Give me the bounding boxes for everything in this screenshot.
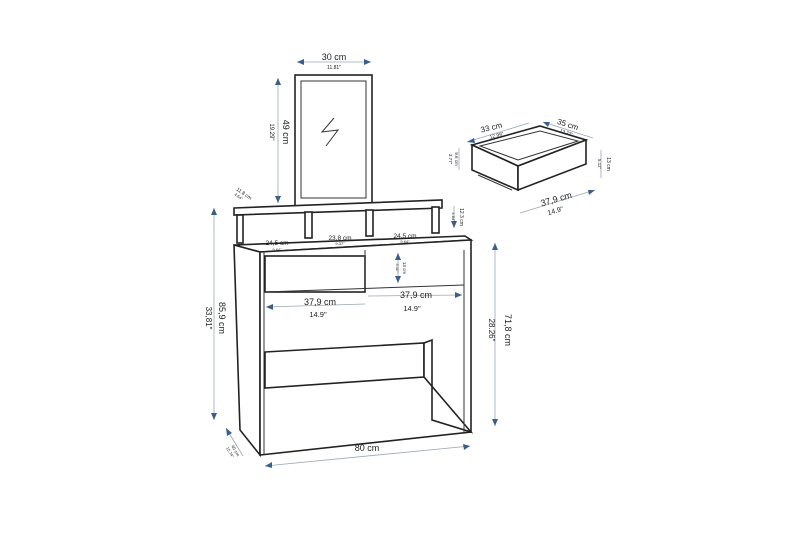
mirror-height-cm: 49 cm: [281, 120, 291, 145]
drawer-width-in: 14.9": [547, 206, 565, 217]
drawer-side-height-cm: 9.6 cm: [454, 152, 459, 166]
top-shelf: [233, 199, 443, 244]
desk-body: [233, 235, 474, 458]
desk-height-cm: 71,8 cm: [503, 314, 513, 346]
compartment-left-cm: 24,5 cm: [265, 240, 288, 247]
compartment-right-cm: 24,5 cm: [393, 233, 416, 240]
drawer-left-width-cm: 37,9 cm: [304, 297, 336, 307]
dimension-lines: [211, 59, 602, 468]
mirror-width-cm: 30 cm: [322, 52, 347, 62]
shelf-height-cm: 12.3 cm: [458, 208, 464, 226]
drawer-right-width-in: 14.9": [403, 304, 421, 313]
drawer-width-cm: 37,9 cm: [539, 190, 573, 208]
drawer-outer-depth-in: 13.77": [560, 128, 574, 137]
total-height-cm: 85,9 cm: [217, 302, 227, 334]
drawer-side-height-in: 3.77": [448, 154, 453, 165]
compartment-left-in: 9.64": [272, 247, 282, 252]
compartment-mid-cm: 23,8 cm: [328, 235, 351, 242]
shelf-height-in: 4.84": [451, 212, 456, 222]
drawer-detail: [469, 125, 589, 192]
total-width-cm: 80 cm: [355, 443, 380, 453]
depth-in: 15.74": [225, 446, 235, 459]
drawer-right-width-cm: 37,9 cm: [400, 290, 432, 300]
drawer-height-in: 5.11": [597, 159, 602, 169]
total-height-in: 33,81": [204, 307, 213, 330]
mirror-glare-icon: [320, 117, 340, 147]
drawer-left-width-in: 14.9": [309, 310, 327, 319]
shelf-depth-in: 4.64": [233, 192, 244, 202]
depth-cm: 40 cm: [230, 444, 241, 457]
compartment-mid-in: 9.37": [335, 241, 345, 246]
mirror-width-in: 11.81": [327, 65, 341, 71]
drawer-height-cm: 13 cm: [605, 157, 611, 171]
mirror-height-in: 19.29": [268, 123, 274, 140]
mirror: [294, 74, 373, 208]
drawer-front-height-in: 5.11": [395, 264, 400, 273]
drawer-front-height-cm: 13 cm: [402, 262, 407, 275]
compartment-right-in: 9.64": [400, 239, 410, 244]
desk-height-in: 28.26": [487, 319, 496, 342]
drawer-depth-in: 12.99": [489, 131, 505, 140]
